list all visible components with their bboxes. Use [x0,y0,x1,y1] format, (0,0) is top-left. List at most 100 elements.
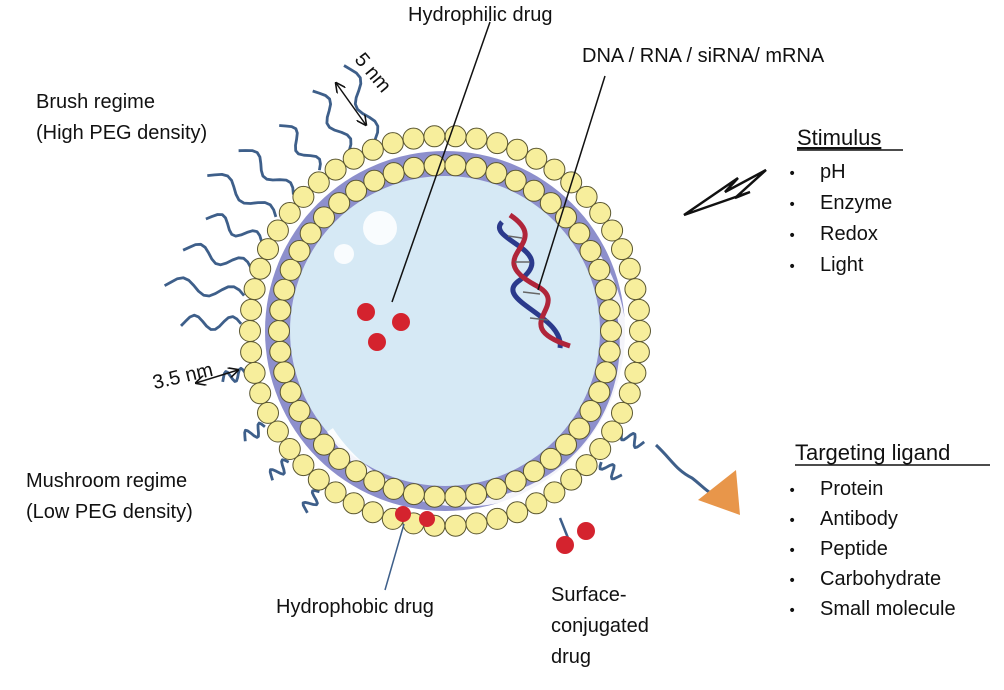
lipid-head-outer [361,501,384,524]
lipid-head-outer [361,138,384,161]
lipid-head-inner [568,222,591,245]
lipid-heads-inner [268,154,622,508]
peg-chain-mushroom [221,366,247,383]
lipid-head-outer [243,278,266,301]
peg-chain-mushroom [268,458,290,481]
lipid-head-outer [543,158,566,181]
lipid-head-inner [288,240,311,262]
stimulus-title: Stimulus [797,125,881,150]
lipid-head-outer [239,320,261,342]
lipid-head-inner [299,222,322,245]
lipid-head-inner [328,447,351,470]
lipid-head-outer [240,298,263,321]
peg-chain-mushroom [301,489,320,514]
lipid-head-outer [402,127,425,150]
targeting-ligand-bullet: • [788,513,796,529]
lipid-head-inner [600,320,622,342]
lipid-head-outer [543,481,566,504]
lipid-head-inner [279,381,302,404]
hydrophobic-drug-label: Hydrophobic drug [276,596,434,618]
lipid-head-inner [465,156,488,179]
lipid-head-inner [594,278,617,301]
dim-3-5nm-arrow [196,370,238,383]
lipid-head-inner [269,299,292,322]
lipid-head-outer [307,171,330,194]
lipid-head-outer [624,361,647,384]
lipid-head-inner [363,169,386,192]
peg-chain-brush [182,242,253,269]
targeting-ligand-bullet: • [788,543,796,559]
dim-5nm-arrow [336,83,366,125]
targeting-ligand-item: Peptide [820,538,888,560]
lipid-head-inner [382,162,405,185]
lipid-head-inner [539,192,562,215]
lipid-head-outer [465,127,488,150]
lipid-head-inner [594,361,617,384]
lipid-head-inner [485,477,508,500]
lipid-head-inner [299,417,322,440]
lipid-head-outer [575,185,598,208]
lipid-head-outer [525,492,548,515]
lipid-head-outer [249,382,272,405]
lipid-head-inner [522,179,545,202]
lipid-head-outer [618,382,641,405]
lipid-head-outer [324,481,347,504]
lipid-head-outer [506,501,529,524]
lipid-head-inner [268,320,290,342]
lipid-head-inner [313,433,335,456]
dna-helix-icon [497,212,571,349]
targeting-ligand-item: Small molecule [820,598,956,620]
peg-chain-brush [238,149,295,195]
lipid-head-inner [444,485,467,508]
lipid-head-outer [444,125,467,148]
stimulus-item: Enzyme [820,192,892,214]
lipid-head-inner [579,400,602,422]
hydrophilic-drug-label: Hydrophilic drug [408,4,553,26]
targeting-ligand-bullet: • [788,573,796,589]
peg-chain-mushroom [619,432,646,449]
lipid-head-inner [288,400,311,422]
lipid-head-outer [342,492,365,515]
lipid-head-outer [601,420,624,443]
lipid-head-inner [423,485,446,508]
brush-regime-sublabel: (High PEG density) [36,122,207,144]
lipid-head-inner [555,206,577,229]
targeting-ligand-icon [654,443,740,515]
core-highlight-small [334,244,354,264]
lipid-head-outer [324,158,347,181]
lipid-head-inner [269,340,292,363]
lipid-head-outer [560,468,583,491]
peg-chain-brush [179,313,243,331]
peg-chain-brush [279,124,322,171]
lipid-head-inner [402,156,425,179]
lipid-head-outer [618,257,641,280]
lipid-head-outer [278,438,301,460]
lipid-head-outer [611,238,633,261]
lipid-head-inner [345,460,368,483]
lipid-head-outer [249,257,272,280]
lightning-bolt-icon [683,168,767,217]
lipid-head-inner [444,154,467,177]
peg-chains [163,64,646,514]
peg-chain-mushroom [598,461,623,481]
lipid-head-outer [589,202,612,224]
surface-conjugated-label-1: Surface- [551,584,627,606]
lipid-head-outer [278,202,301,224]
surface-conjugated-label-2: conjugated [551,615,649,637]
hydrophobic-leader-line [384,523,405,591]
lipid-head-inner [588,258,611,281]
targeting-ligand-bullet: • [788,603,796,619]
lipid-head-outer [240,341,263,364]
lipid-head-outer [525,147,548,170]
lipid-head-inner [504,169,527,192]
hydrophilic-drug-molecules [357,303,410,351]
aqueous-core [290,176,600,486]
lipid-head-inner [273,278,296,301]
surface-conjugated-label-3: drug [551,646,591,668]
lipid-head-outer [627,341,650,364]
stimulus-item: pH [820,161,846,183]
stimulus-bullet: • [788,259,796,275]
lipid-head-inner [273,361,296,384]
peg-chain-brush [163,276,246,298]
lipid-head-outer [465,512,488,535]
